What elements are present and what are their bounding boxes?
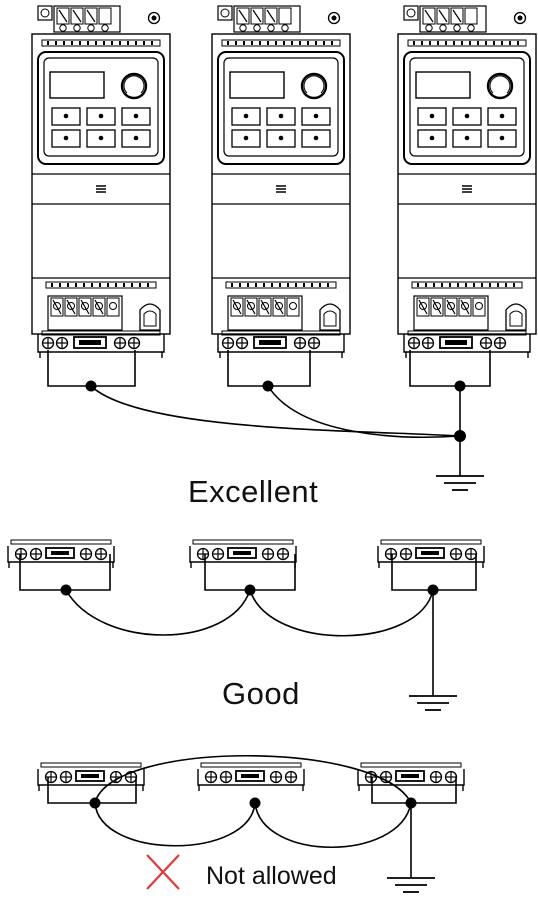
label-good: Good bbox=[222, 676, 300, 711]
terminal-block-good-2 bbox=[190, 540, 296, 568]
ground-icon bbox=[386, 861, 436, 893]
wiring-good bbox=[19, 554, 477, 680]
terminal-block-bad-2 bbox=[198, 763, 304, 791]
label-excellent: Excellent bbox=[188, 474, 319, 509]
ground-icon bbox=[408, 679, 458, 711]
drive-unit-2 bbox=[212, 6, 350, 358]
cross-icon bbox=[146, 854, 180, 890]
ground-icon bbox=[435, 459, 485, 491]
terminal-block-bad-1 bbox=[38, 763, 144, 791]
wiring-not-allowed bbox=[47, 755, 457, 862]
terminal-block-good-3 bbox=[378, 540, 484, 568]
label-not-allowed: Not allowed bbox=[206, 862, 337, 890]
junction-dots-not-allowed bbox=[89, 797, 417, 809]
wiring-excellent bbox=[47, 350, 491, 460]
terminal-block-bad-3 bbox=[358, 763, 464, 791]
junction-dots-good bbox=[60, 584, 439, 596]
drive-unit-1 bbox=[32, 6, 170, 358]
terminal-block-good-1 bbox=[8, 540, 114, 568]
drive-unit-3 bbox=[398, 6, 536, 358]
junction-dots-excellent bbox=[85, 380, 466, 442]
